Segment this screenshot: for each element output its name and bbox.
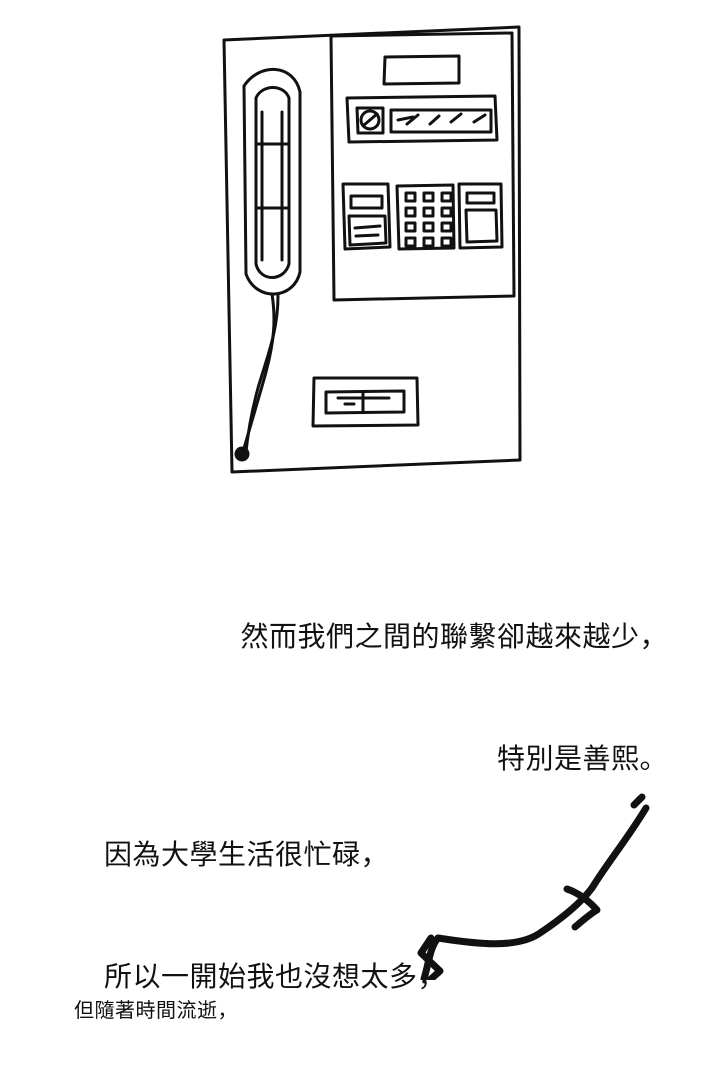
caption-line: 特別是善熙。 (496, 741, 668, 775)
payphone-illustration (222, 25, 650, 980)
caption-line: 然而我們之間的聯繫卻越來越少， (240, 620, 668, 654)
caption-line: 因為大學生活很忙碌， (104, 838, 390, 872)
comic-panel: 然而我們之間的聯繫卻越來越少， 特別是善熙。 因為大學生活很忙碌， 所以一開始我… (74, 25, 668, 1022)
caption-line: 但隨著時間流逝， (74, 998, 238, 1022)
narration-caption-1: 然而我們之間的聯繫卻越來越少， 特別是善熙。 (240, 536, 668, 861)
ink-line (417, 793, 650, 980)
narration-caption-3: 但隨著時間流逝， (74, 950, 238, 1070)
